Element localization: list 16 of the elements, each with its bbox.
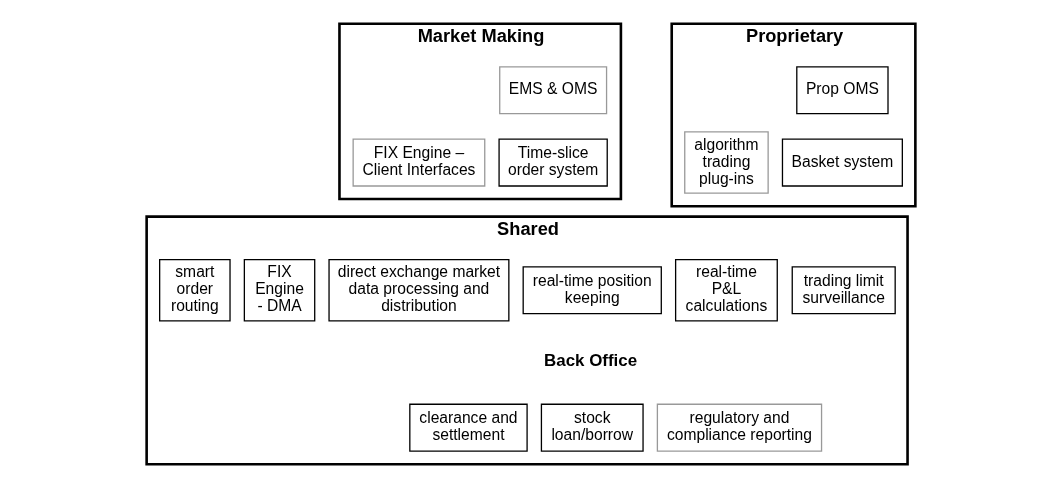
node-box: smart order routing <box>159 259 231 322</box>
node-box: regulatory and compliance reporting <box>656 403 823 452</box>
node-box: Prop OMS <box>796 66 889 115</box>
node-box: Basket system <box>781 138 903 187</box>
node-box: trading limit surveillance <box>791 266 896 315</box>
node-box: stock loan/borrow <box>540 403 644 452</box>
node-box: algorithm trading plug-ins <box>684 131 769 194</box>
node-box: EMS & OMS <box>499 66 608 115</box>
node-box: direct exchange market data processing and distribution <box>328 259 510 322</box>
node-box: Time-slice order system <box>498 138 608 187</box>
node-box: clearance and settlement <box>409 403 528 452</box>
node-box: FIX Engine - DMA <box>243 259 316 322</box>
node-box: FIX Engine – Client Interfaces <box>352 138 486 187</box>
node-box: real-time P&L calculations <box>675 259 778 322</box>
label: Back Office <box>544 350 638 370</box>
node-box: real-time position keeping <box>522 266 662 315</box>
